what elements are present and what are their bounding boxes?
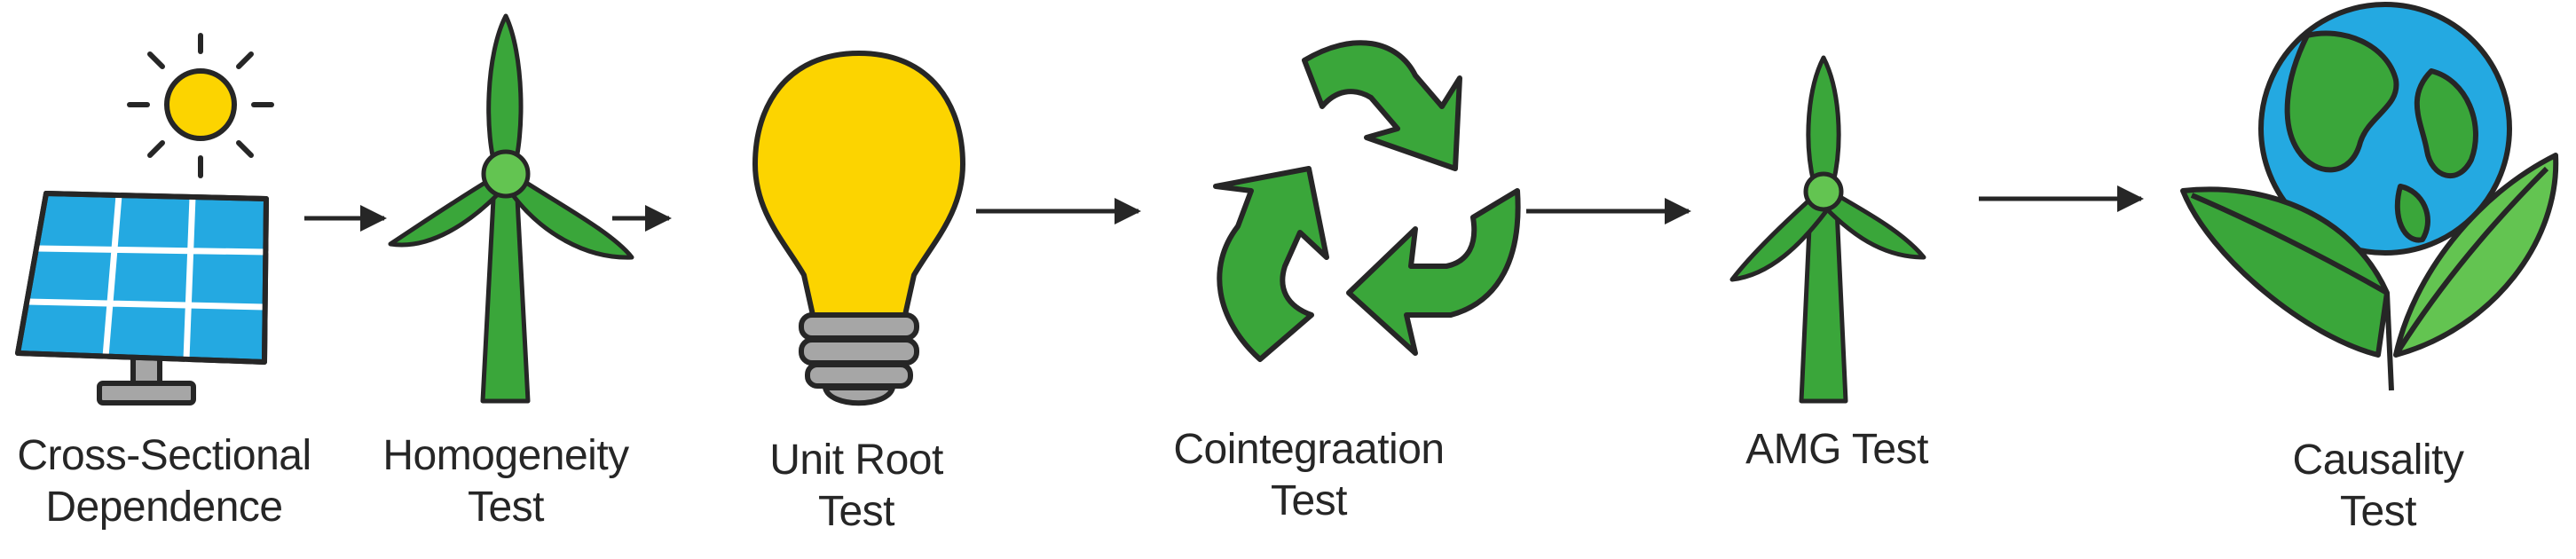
solar-panel-sun-icon [15, 33, 274, 405]
label-line: Dependence [45, 484, 283, 531]
earth-leaves-icon [2180, 2, 2559, 391]
label-line: Test [1270, 477, 1348, 524]
sun-icon [127, 33, 274, 178]
step-label-cointegration-test: Cointegraation Test [1127, 424, 1491, 527]
step-label-causality-test: Causality Test [2245, 435, 2511, 538]
light-bulb-icon [752, 51, 965, 406]
wind-turbine-icon [1729, 55, 1926, 404]
label-line: Unit Root [769, 437, 943, 484]
label-line: Cointegraation [1173, 426, 1445, 473]
wind-turbine-icon [388, 13, 634, 404]
label-line: Homogeneity [382, 432, 629, 479]
step-label-cross-sectional-dependence: Cross-Sectional Dependence [0, 430, 328, 533]
label-line: Causality [2292, 437, 2464, 484]
label-line: Cross-Sectional [17, 432, 311, 479]
label-line: Test [467, 484, 545, 531]
recycle-icon [1213, 40, 1521, 362]
step-label-amg-test: AMG Test [1713, 424, 1961, 476]
label-line: AMG Test [1745, 426, 1928, 473]
label-line: Test [2339, 488, 2417, 535]
step-label-unit-root-test: Unit Root Test [710, 435, 1003, 538]
label-line: Test [817, 488, 895, 535]
step-label-homogeneity-test: Homogeneity Test [346, 430, 666, 533]
